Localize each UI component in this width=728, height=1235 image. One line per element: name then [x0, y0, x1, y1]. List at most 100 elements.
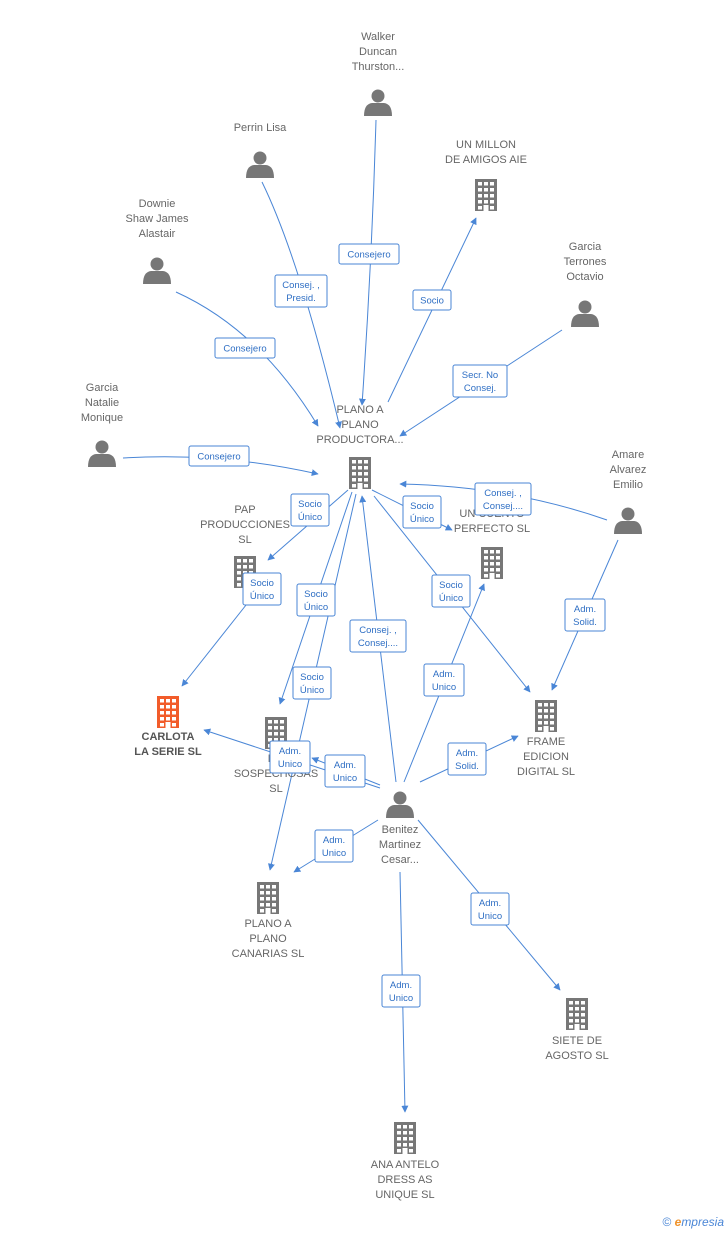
edge-label-box: [431, 574, 471, 608]
edge-label[interactable]: Adm.Unico: [423, 663, 465, 697]
edge-label[interactable]: Adm. Unico: [269, 740, 311, 774]
edge-label-text: Socio: [304, 589, 328, 600]
node-label: DIGITAL SL: [517, 766, 575, 778]
building-icon: [475, 179, 497, 211]
edge-label-box: [349, 619, 407, 653]
node-label: Natalie: [85, 397, 119, 409]
copyright-symbol: ©: [662, 1215, 672, 1229]
edge-label-box: [402, 495, 442, 529]
edge-label-text: Consejero: [347, 250, 390, 261]
node-label: Terrones: [564, 256, 607, 268]
node-label: Monique: [81, 412, 123, 424]
node-cuento[interactable]: UN CUENTOPERFECTO SL: [454, 508, 530, 579]
edge-label[interactable]: Consej. ,Consej....: [349, 619, 407, 653]
node-label: Martinez: [379, 839, 421, 851]
edge-label-box: [269, 740, 311, 774]
building-icon: [394, 1122, 416, 1154]
node-label: FRAME: [527, 736, 566, 748]
node-label: Benitez: [382, 824, 419, 836]
building-icon: [566, 998, 588, 1030]
node-label: PLANO A: [336, 404, 384, 416]
node-label: UNIQUE SL: [375, 1189, 434, 1201]
edge-label-box: [242, 572, 282, 606]
brand-logo-text: mpresia: [681, 1215, 724, 1229]
edge-label[interactable]: Consej. ,Presid.: [274, 274, 328, 308]
edge-label-text: Adm.: [574, 604, 596, 615]
node-label: PLANO A: [244, 918, 292, 930]
person-icon: [386, 791, 414, 818]
edge-label-box: [381, 974, 421, 1008]
edge-label[interactable]: Adm. Unico: [381, 974, 421, 1008]
edge-label-text: Único: [304, 602, 328, 613]
edge-label[interactable]: Adm.Unico: [470, 892, 510, 926]
edge-label-text: Unico: [389, 993, 413, 1004]
edge-label-text: Consej. ,: [359, 625, 397, 636]
edge-label-text: Unico: [278, 759, 302, 770]
edge-label-text: Consej.: [464, 383, 496, 394]
edge-label-box: [470, 892, 510, 926]
edge-label[interactable]: Socio: [412, 289, 452, 311]
edge-label[interactable]: Adm.Solid.: [564, 598, 606, 632]
edge-label[interactable]: Consej. ,Consej....: [474, 482, 532, 516]
edge-label-box: [296, 583, 336, 617]
node-label: Emilio: [613, 479, 643, 491]
edge-label-text: Socio: [410, 501, 434, 512]
edge-label-box: [290, 493, 330, 527]
node-label: Duncan: [359, 46, 397, 58]
node-label: UN MILLON: [456, 139, 516, 151]
edge-label[interactable]: Consejero: [338, 243, 400, 265]
edge-label-box: [274, 274, 328, 308]
edge-label-text: Socio: [300, 672, 324, 683]
node-label: Octavio: [566, 271, 603, 283]
edge-label-box: [474, 482, 532, 516]
edge-label-text: Adm.: [390, 980, 412, 991]
node-plano[interactable]: PLANO APLANOPRODUCTORA...: [316, 404, 404, 489]
node-label: LA SERIE SL: [134, 746, 202, 758]
node-label: Downie: [139, 198, 176, 210]
node-walker[interactable]: WalkerDuncanThurston...: [352, 31, 405, 116]
node-label: Garcia: [86, 382, 119, 394]
edge-label[interactable]: Adm.Solid.: [447, 742, 487, 776]
node-label: SL: [269, 783, 282, 795]
edge-pap-to-carlota: [181, 599, 251, 687]
edge-label[interactable]: Consejero: [214, 337, 276, 359]
edge-label[interactable]: Adm.Unico: [324, 754, 366, 788]
edge-label[interactable]: Adm.Unico: [314, 829, 354, 863]
edge-label-text: Socio: [250, 578, 274, 589]
person-icon: [246, 151, 274, 178]
edge-label-text: Adm.: [279, 746, 301, 757]
node-benitez[interactable]: BenitezMartinezCesar...: [379, 791, 421, 867]
person-icon: [614, 507, 642, 534]
building-icon: [535, 700, 557, 732]
edge-label[interactable]: Consejero: [188, 445, 250, 467]
edge-label-text: Adm.: [479, 898, 501, 909]
edge-label-text: Unico: [333, 773, 357, 784]
node-label: Perrin Lisa: [234, 122, 287, 134]
node-label: Shaw James: [126, 213, 189, 225]
edge-label-text: Socio: [439, 580, 463, 591]
node-label: SIETE DE: [552, 1035, 602, 1047]
edge-label-text: Consej. ,: [282, 280, 320, 291]
edge-label-box: [412, 289, 452, 311]
node-perrin[interactable]: Perrin Lisa: [234, 122, 287, 178]
node-label: PRODUCCIONES: [200, 519, 290, 531]
